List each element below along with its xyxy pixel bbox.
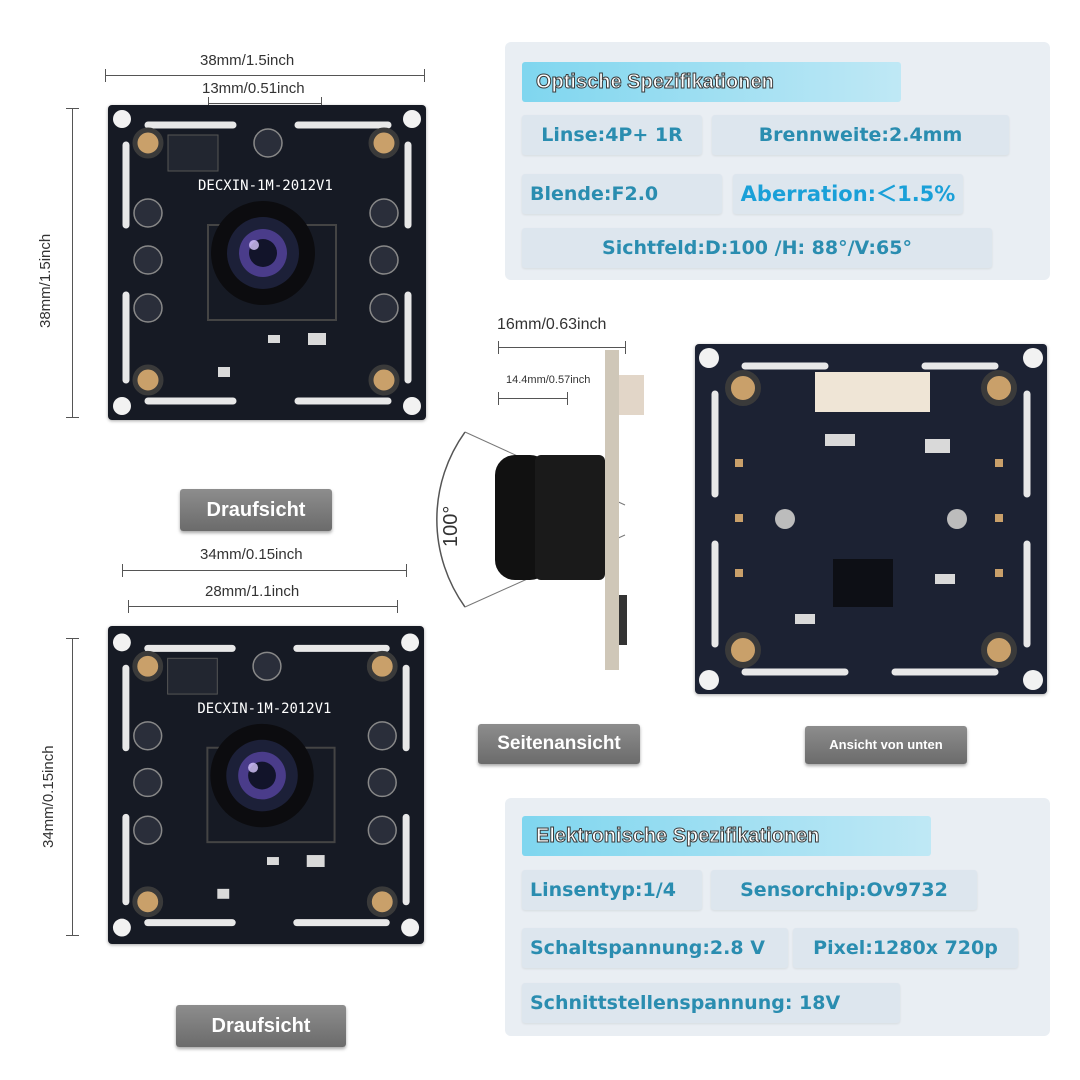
side-view-illustration [436, 350, 644, 670]
camera-board-top-view: DECXIN-1M-2012V1 [108, 105, 426, 420]
fov-angle-label: 100° [440, 505, 462, 547]
lens-depth-label: 14.4mm/0.57inch [506, 374, 591, 386]
pcb-illustration-2: DECXIN-1M-2012V1 [112, 633, 420, 937]
aperture-spec: Blende:F2.0 [522, 174, 722, 214]
depth-dimension-line [498, 341, 626, 354]
width-dimension-line [105, 69, 425, 82]
pcb-illustration: DECXIN-1M-2012V1 [113, 110, 421, 415]
board-silkscreen-text: DECXIN-1M-2012V1 [198, 178, 333, 194]
height-dimension-label-2: 34mm/0.15inch [40, 745, 57, 848]
electronic-specs-title: Elektronische Spezifikationen [522, 816, 931, 856]
hole-dimension-line [128, 600, 398, 613]
aberration-spec: Aberration:＜1.5% [733, 174, 963, 214]
hole-dimension-label: 28mm/1.1inch [205, 583, 300, 600]
lens-depth-line [498, 392, 568, 405]
height-dimension-line [66, 108, 79, 418]
height-dimension-label: 38mm/1.5inch [37, 233, 54, 328]
board-silkscreen-text-2: DECXIN-1M-2012V1 [197, 701, 331, 717]
width-dimension-label-2: 34mm/0.15inch [200, 546, 303, 563]
camera-board-top-view-2: DECXIN-1M-2012V1 [108, 626, 424, 944]
lens-spec: Linse:4P+ 1R [522, 115, 702, 155]
width-dimension-label: 38mm/1.5inch [200, 52, 295, 69]
lens-dimension-line [208, 97, 322, 110]
pcb-bottom-illustration [699, 348, 1043, 690]
sensor-chip-spec: Sensorchip:Ov9732 [711, 870, 977, 910]
depth-dimension-label: 16mm/0.63inch [497, 316, 607, 333]
lens-dimension-label: 13mm/0.51inch [202, 80, 305, 97]
top-view-label-2: Draufsicht [176, 1005, 346, 1047]
bottom-view-label: Ansicht von unten [805, 726, 967, 764]
side-view-label: Seitenansicht [478, 724, 640, 764]
width-dimension-line-2 [122, 564, 407, 577]
top-view-label-1: Draufsicht [180, 489, 332, 531]
camera-board-bottom-view [695, 344, 1047, 694]
field-of-view-spec: Sichtfeld:D:100 /H: 88°/V:65° [522, 228, 992, 268]
height-dimension-line-2 [66, 638, 79, 936]
lens-type-spec: Linsentyp:1/4 [522, 870, 702, 910]
focal-length-spec: Brennweite:2.4mm [712, 115, 1009, 155]
pixel-spec: Pixel:1280x 720p [793, 928, 1018, 968]
switching-voltage-spec: Schaltspannung:2.8 V [522, 928, 788, 968]
interface-voltage-spec: Schnittstellenspannung: 18V [522, 983, 900, 1023]
optical-specs-title: Optische Spezifikationen [522, 62, 901, 102]
